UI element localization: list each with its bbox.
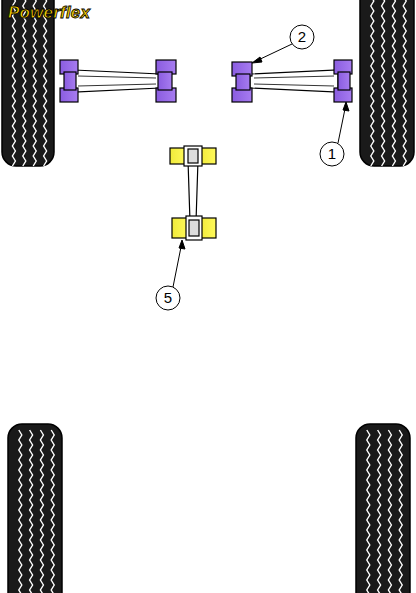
callout-number: 5 [156,286,180,310]
link-bar [170,146,216,240]
tread-groove [388,430,391,593]
tread-groove [30,430,33,593]
tread-groove [23,0,26,166]
callouts [156,25,349,310]
brand-logo: Powerflex [8,3,90,23]
tread-groove [33,0,36,166]
callout-number: 1 [320,142,344,166]
tread-groove [19,430,22,593]
tread-groove [40,430,43,593]
tread-groove [392,0,395,166]
callout-number: 2 [290,25,314,49]
tread-groove [382,0,385,166]
tread-groove [44,0,47,166]
tire [8,424,62,593]
tread-groove [399,430,402,593]
tread-groove [12,0,15,166]
right-wishbone [232,60,352,102]
tread-groove [378,430,381,593]
tire [2,0,54,166]
tire [356,424,410,593]
tread-groove [403,0,406,166]
tire [360,0,414,166]
tread-groove [51,430,54,593]
tread-groove [367,430,370,593]
tread-groove [371,0,374,166]
left-wishbone [60,60,176,102]
